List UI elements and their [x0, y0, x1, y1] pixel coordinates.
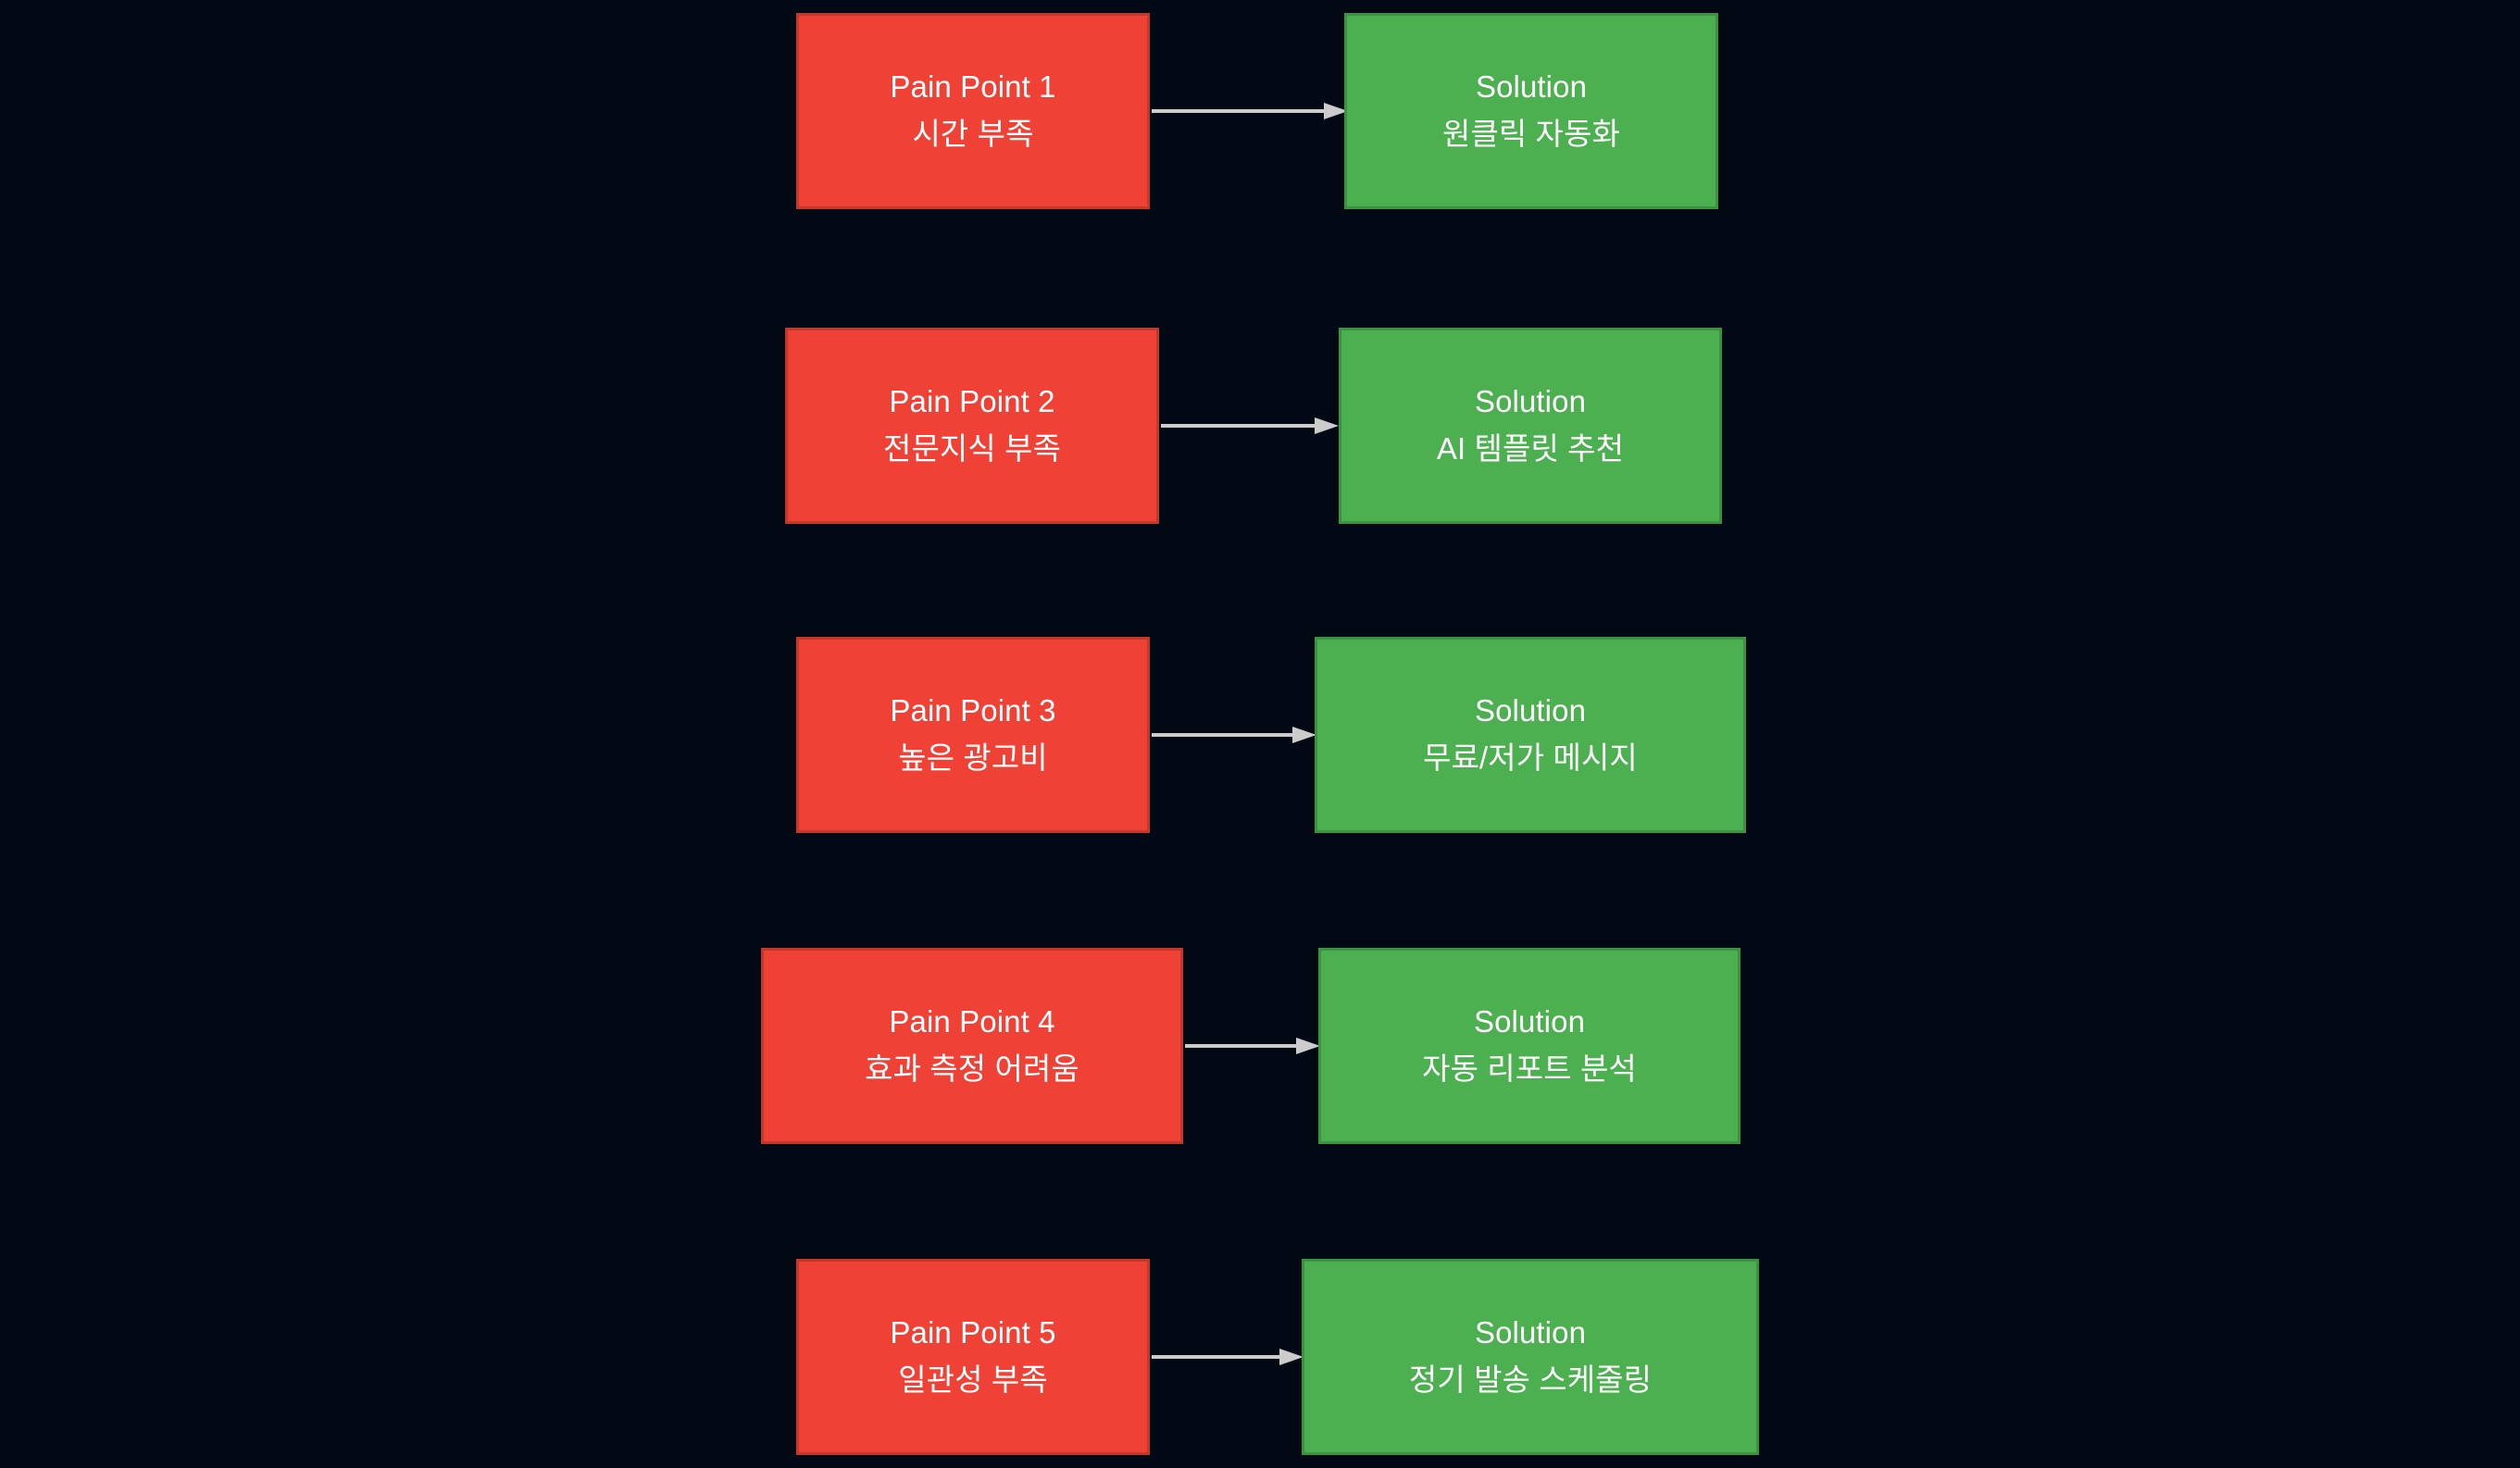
diagram-row-5: Pain Point 5 일관성 부족 Solution 정기 발송 스케줄링 [0, 1246, 2520, 1468]
pain-point-title-2: Pain Point 2 [889, 384, 1055, 419]
flow-arrow-2 [1161, 417, 1339, 435]
pain-point-title-1: Pain Point 1 [890, 69, 1056, 105]
pain-point-title-4: Pain Point 4 [889, 1004, 1055, 1039]
flow-arrow-1 [1152, 102, 1348, 120]
solution-node-3[interactable]: Solution 무료/저가 메시지 [1315, 637, 1746, 833]
solution-node-1[interactable]: Solution 원클릭 자동화 [1344, 13, 1718, 209]
solution-title-5: Solution [1474, 1315, 1587, 1350]
pain-point-title-5: Pain Point 5 [890, 1315, 1056, 1350]
solution-node-4[interactable]: Solution 자동 리포트 분석 [1318, 948, 1740, 1144]
diagram-row-2: Pain Point 2 전문지식 부족 Solution AI 템플릿 추천 [0, 315, 2520, 537]
pain-point-subtitle-4: 효과 측정 어려움 [865, 1051, 1079, 1086]
solution-title-1: Solution [1475, 69, 1588, 105]
solution-node-2[interactable]: Solution AI 템플릿 추천 [1339, 328, 1722, 524]
solution-node-5[interactable]: Solution 정기 발송 스케줄링 [1302, 1259, 1759, 1455]
pain-point-title-3: Pain Point 3 [890, 693, 1056, 728]
pain-point-node-1[interactable]: Pain Point 1 시간 부족 [796, 13, 1150, 209]
solution-title-2: Solution [1474, 384, 1587, 419]
solution-title-4: Solution [1473, 1004, 1586, 1039]
pain-point-node-3[interactable]: Pain Point 3 높은 광고비 [796, 637, 1150, 833]
flow-arrow-3 [1152, 726, 1316, 744]
solution-subtitle-3: 무료/저가 메시지 [1423, 740, 1638, 775]
flow-arrow-4 [1185, 1037, 1320, 1055]
flow-arrow-5 [1152, 1348, 1304, 1366]
pain-point-subtitle-3: 높은 광고비 [898, 740, 1048, 775]
pain-point-subtitle-1: 시간 부족 [912, 117, 1034, 151]
pain-point-node-4[interactable]: Pain Point 4 효과 측정 어려움 [761, 948, 1183, 1144]
pain-point-node-2[interactable]: Pain Point 2 전문지식 부족 [785, 328, 1159, 524]
pain-point-node-5[interactable]: Pain Point 5 일관성 부족 [796, 1259, 1150, 1455]
solution-title-3: Solution [1474, 693, 1587, 728]
solution-subtitle-2: AI 템플릿 추천 [1436, 431, 1625, 466]
solution-subtitle-4: 자동 리포트 분석 [1422, 1051, 1637, 1086]
solution-subtitle-5: 정기 발송 스케줄링 [1408, 1362, 1653, 1397]
diagram-row-4: Pain Point 4 효과 측정 어려움 Solution 자동 리포트 분… [0, 935, 2520, 1157]
diagram-row-1: Pain Point 1 시간 부족 Solution 원클릭 자동화 [0, 0, 2520, 222]
pain-point-subtitle-2: 전문지식 부족 [882, 431, 1062, 466]
pain-point-subtitle-5: 일관성 부족 [898, 1362, 1048, 1397]
solution-subtitle-1: 원클릭 자동화 [1441, 117, 1621, 151]
diagram-row-3: Pain Point 3 높은 광고비 Solution 무료/저가 메시지 [0, 624, 2520, 846]
